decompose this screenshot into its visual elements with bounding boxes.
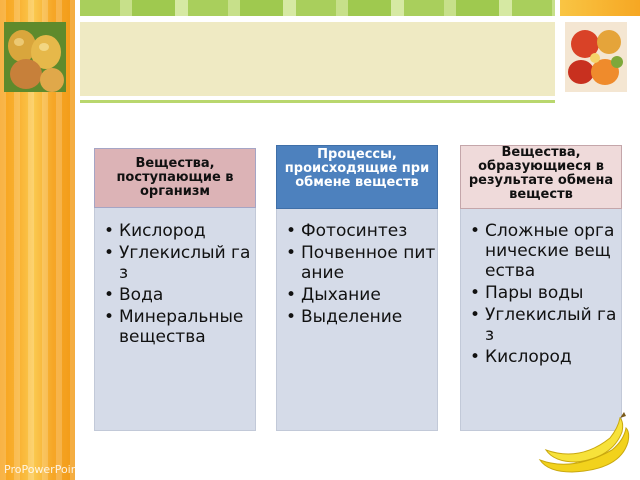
column-1-list: Кислород Углекислый газ Вода Минеральные… [95,221,255,347]
fruit-photo-right [565,22,627,92]
watermark-text: ProPowerPoint.r [4,463,91,476]
list-item: Сложные органические вещества [470,221,621,281]
list-item: Вода [104,285,255,305]
list-item: Фотосинтез [286,221,437,241]
slide-title-area [80,22,555,96]
list-item: Дыхание [286,285,437,305]
column-3-panel: Сложные органические вещества Пары воды … [460,199,622,431]
column-2-header: Процессы, происходящие при обмене вещест… [276,145,438,209]
column-1-panel: Кислород Углекислый газ Вода Минеральные… [94,199,256,431]
list-item: Углекислый газ [104,243,255,283]
list-item: Выделение [286,307,437,327]
column-2-header-text: Процессы, происходящие при обмене вещест… [284,147,430,190]
list-item: Кислород [104,221,255,241]
column-3-header: Вещества, образующиеся в результате обме… [460,145,622,209]
left-decorative-strip [0,0,75,480]
column-3-list: Сложные органические вещества Пары воды … [461,221,621,367]
column-3-header-text: Вещества, образующиеся в результате обме… [468,145,614,202]
fruit-photo-left [4,22,66,92]
list-item: Кислород [470,347,621,367]
title-underline [80,100,555,103]
column-1-header: Вещества, поступающие в организм [94,148,256,208]
column-2-list: Фотосинтез Почвенное питание Дыхание Выд… [277,221,437,327]
column-1-header-text: Вещества, поступающие в организм [116,156,234,199]
list-item: Углекислый газ [470,305,621,345]
list-item: Минеральные вещества [104,307,255,347]
list-item: Почвенное питание [286,243,437,283]
top-stripe-bar [80,0,555,16]
banana-image [538,412,630,473]
list-item: Пары воды [470,283,621,303]
top-right-stripe [560,0,640,16]
column-2-panel: Фотосинтез Почвенное питание Дыхание Выд… [276,199,438,431]
